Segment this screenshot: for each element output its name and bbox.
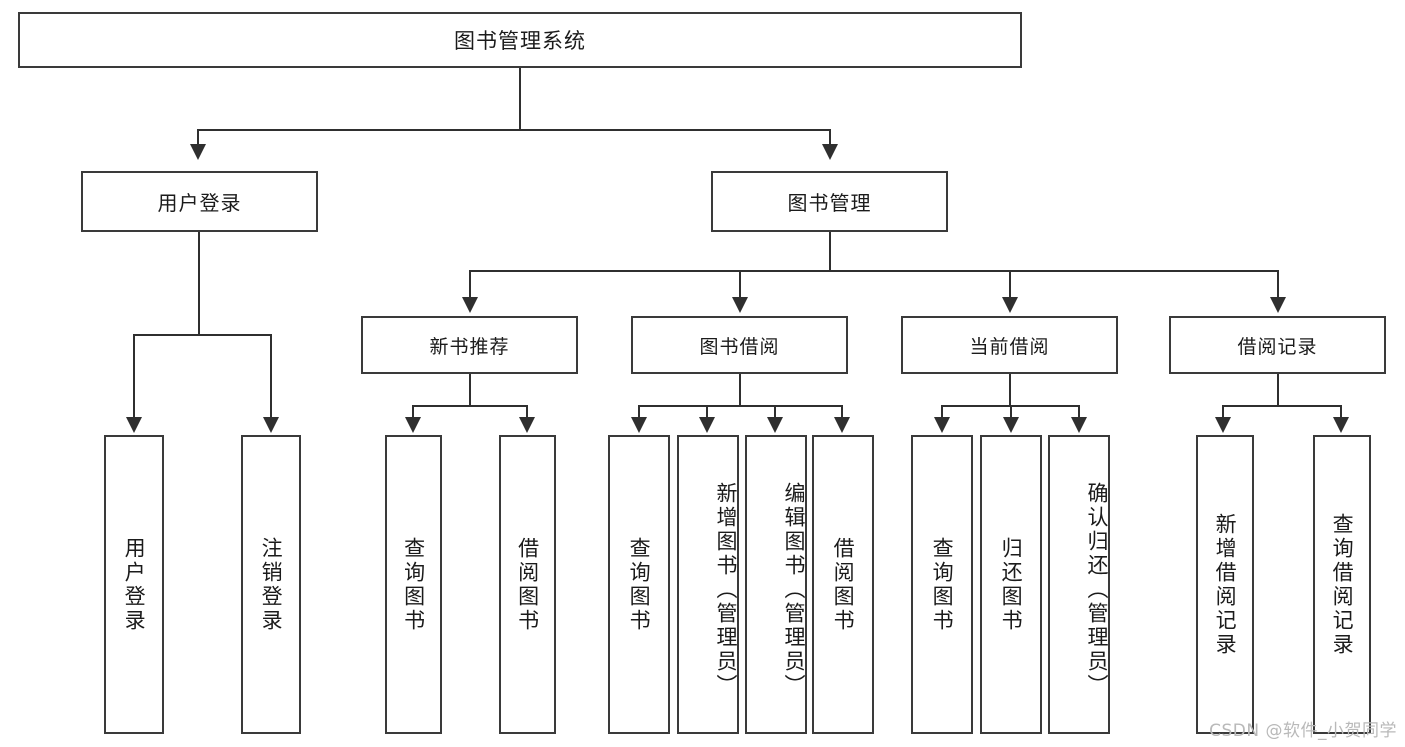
arrow-to-leaf-user-login	[126, 417, 142, 433]
leaf-bb-add-book[interactable]: 新增图书（管理员）	[677, 435, 739, 734]
node-label: 借阅记录	[1237, 335, 1318, 358]
arrow-to-leaf-bb-borrow-book	[834, 417, 850, 433]
arrow-to-leaf-cb-return-book	[1003, 417, 1019, 433]
connector-root-stem	[519, 68, 521, 130]
connector-root-left-drop	[197, 129, 199, 146]
leaf-nbr-borrow-book[interactable]: 借阅图书	[499, 435, 556, 734]
leaf-label: 用户登录	[122, 536, 147, 633]
arrow-to-leaf-bb-add-book	[699, 417, 715, 433]
connector-bb-bus	[638, 405, 843, 407]
leaf-label: 查询借阅记录	[1330, 512, 1355, 657]
node-book-management[interactable]: 图书管理	[711, 171, 948, 232]
connector-br-drop-1	[1222, 405, 1224, 419]
connector-bb-stem	[739, 374, 741, 406]
arrow-to-leaf-nbr-query-book	[405, 417, 421, 433]
connector-bm-drop-2	[739, 270, 741, 299]
node-label: 图书管理	[787, 191, 872, 215]
connector-bm-drop-1	[469, 270, 471, 299]
connector-bb-drop-3	[774, 405, 776, 419]
node-label: 当前借阅	[969, 335, 1050, 358]
leaf-label: 编辑图书（管理员）	[782, 481, 806, 698]
leaf-label: 借阅图书	[515, 536, 540, 633]
connector-bm-drop-3	[1009, 270, 1011, 299]
arrow-to-leaf-br-query-record	[1333, 417, 1349, 433]
arrow-to-book-management	[822, 144, 838, 160]
leaf-label: 确认归还（管理员）	[1085, 481, 1109, 698]
arrow-to-new-book-recommend	[462, 297, 478, 313]
connector-user-login-stem	[198, 232, 200, 335]
arrow-to-book-borrow	[732, 297, 748, 313]
leaf-label: 查询图书	[627, 536, 652, 633]
node-label: 用户登录	[157, 191, 242, 215]
arrow-to-current-borrow	[1002, 297, 1018, 313]
connector-bb-drop-2	[706, 405, 708, 419]
leaf-bb-edit-book[interactable]: 编辑图书（管理员）	[745, 435, 807, 734]
leaf-label: 借阅图书	[831, 536, 856, 633]
connector-br-bus	[1222, 405, 1342, 407]
node-current-borrow[interactable]: 当前借阅	[901, 316, 1118, 374]
connector-user-login-bus	[133, 334, 272, 336]
leaf-cb-confirm-return[interactable]: 确认归还（管理员）	[1048, 435, 1110, 734]
node-label: 图书管理系统	[454, 29, 586, 53]
leaf-logout[interactable]: 注销登录	[241, 435, 301, 734]
node-user-login[interactable]: 用户登录	[81, 171, 318, 232]
leaf-bb-borrow-book[interactable]: 借阅图书	[812, 435, 874, 734]
leaf-br-query-record[interactable]: 查询借阅记录	[1313, 435, 1371, 734]
connector-nbr-bus	[412, 405, 528, 407]
arrow-to-user-login	[190, 144, 206, 160]
arrow-to-borrow-record	[1270, 297, 1286, 313]
arrow-to-leaf-logout	[263, 417, 279, 433]
leaf-label: 新增借阅记录	[1213, 512, 1238, 657]
connector-root-bus	[197, 129, 831, 131]
leaf-label: 注销登录	[259, 536, 284, 633]
leaf-label: 新增图书（管理员）	[714, 481, 738, 698]
leaf-label: 归还图书	[999, 536, 1024, 633]
connector-user-login-drop-2	[270, 334, 272, 419]
connector-bb-drop-1	[638, 405, 640, 419]
node-root-book-management-system[interactable]: 图书管理系统	[18, 12, 1022, 68]
arrow-to-leaf-br-add-record	[1215, 417, 1231, 433]
node-label: 图书借阅	[699, 335, 780, 358]
node-borrow-record[interactable]: 借阅记录	[1169, 316, 1386, 374]
arrow-to-leaf-bb-query-book	[631, 417, 647, 433]
connector-br-drop-2	[1340, 405, 1342, 419]
leaf-cb-return-book[interactable]: 归还图书	[980, 435, 1042, 734]
arrow-to-leaf-nbr-borrow-book	[519, 417, 535, 433]
connector-user-login-drop-1	[133, 334, 135, 419]
connector-cb-stem	[1009, 374, 1011, 406]
arrow-to-leaf-cb-query-book	[934, 417, 950, 433]
leaf-cb-query-book[interactable]: 查询图书	[911, 435, 973, 734]
connector-cb-drop-3	[1078, 405, 1080, 419]
connector-bm-drop-4	[1277, 270, 1279, 299]
leaf-label: 查询图书	[401, 536, 426, 633]
connector-cb-drop-1	[941, 405, 943, 419]
node-book-borrow[interactable]: 图书借阅	[631, 316, 848, 374]
leaf-br-add-record[interactable]: 新增借阅记录	[1196, 435, 1254, 734]
node-label: 新书推荐	[429, 335, 510, 358]
connector-root-right-drop	[829, 129, 831, 146]
arrow-to-leaf-bb-edit-book	[767, 417, 783, 433]
connector-bb-drop-4	[841, 405, 843, 419]
connector-nbr-stem	[469, 374, 471, 406]
connector-br-stem	[1277, 374, 1279, 406]
connector-nbr-drop-1	[412, 405, 414, 419]
arrow-to-leaf-cb-confirm-return	[1071, 417, 1087, 433]
connector-nbr-drop-2	[526, 405, 528, 419]
leaf-label: 查询图书	[930, 536, 955, 633]
leaf-nbr-query-book[interactable]: 查询图书	[385, 435, 442, 734]
node-new-book-recommend[interactable]: 新书推荐	[361, 316, 578, 374]
connector-book-management-bus	[469, 270, 1279, 272]
connector-cb-drop-2	[1010, 405, 1012, 419]
leaf-bb-query-book[interactable]: 查询图书	[608, 435, 670, 734]
connector-book-management-stem	[829, 232, 831, 271]
leaf-user-login[interactable]: 用户登录	[104, 435, 164, 734]
